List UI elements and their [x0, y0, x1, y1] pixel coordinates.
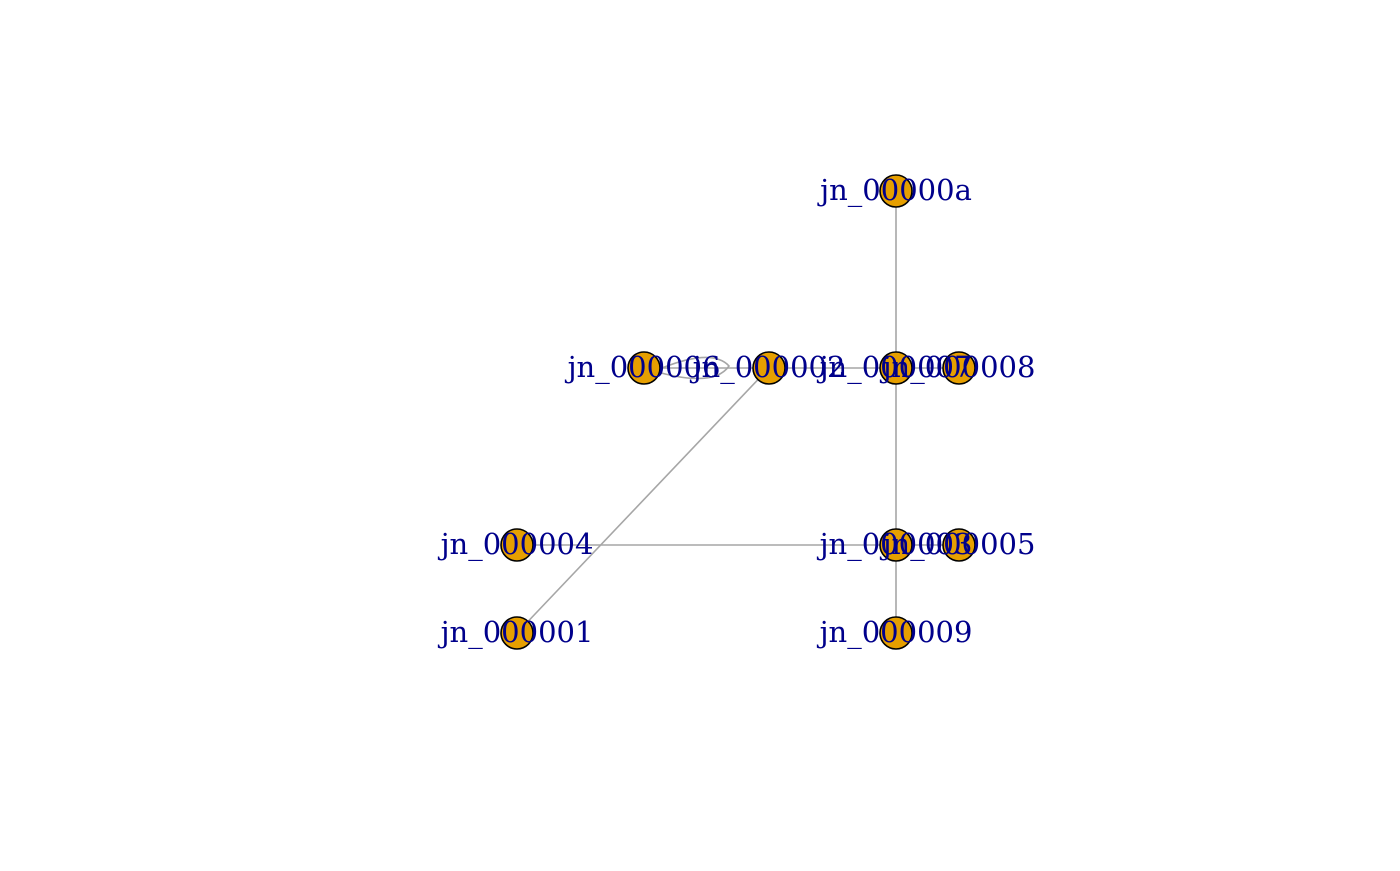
- node-label-jn_000004: jn_000004: [438, 527, 594, 562]
- node-label-jn_000001: jn_000001: [438, 615, 594, 650]
- node-label-jn_000002: jn_000002: [690, 350, 846, 385]
- node-label-jn_000006: jn_000006: [565, 350, 721, 385]
- node-jn_000001[interactable]: [500, 616, 534, 650]
- edge-jn_000001-jn_000002: [516, 367, 770, 634]
- curved-edge-jn_000006-jn_000002: [643, 356, 731, 380]
- node-label-jn_000003: jn_000003: [817, 527, 973, 562]
- node-jn_000002[interactable]: [752, 351, 786, 385]
- node-label-jn_000005: jn_000005: [880, 527, 1036, 562]
- node-jn_000004[interactable]: [500, 528, 534, 562]
- node-label-jn_000008: jn_000008: [880, 350, 1036, 385]
- node-label-jn_00000a: jn_00000a: [817, 173, 972, 208]
- node-jn_000009[interactable]: [879, 616, 913, 650]
- node-label-jn_000009: jn_000009: [817, 615, 973, 650]
- node-layer: [500, 174, 976, 650]
- label-layer: jn_000001 jn_000002 jn_000003 jn_000004 jn_0…: [438, 173, 1036, 650]
- node-jn_000007[interactable]: [879, 351, 913, 385]
- node-jn_000008[interactable]: [942, 351, 976, 385]
- edge-layer: [516, 191, 959, 634]
- node-label-jn_000007: jn_000007: [817, 350, 973, 385]
- node-jn_000005[interactable]: [942, 528, 976, 562]
- node-jn_000006[interactable]: [627, 351, 661, 385]
- node-jn_00000a[interactable]: [879, 174, 913, 208]
- node-jn_000003[interactable]: [879, 528, 913, 562]
